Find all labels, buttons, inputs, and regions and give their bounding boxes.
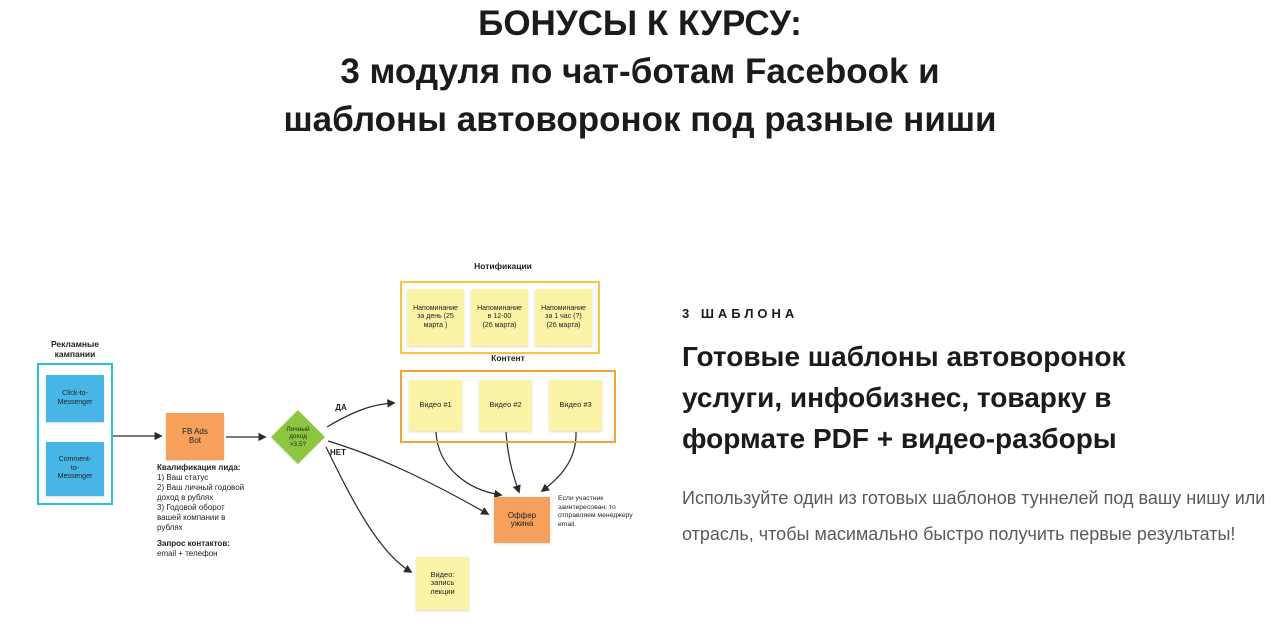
yes-branch-label: ДА	[335, 403, 347, 412]
reminder-day-note: Напоминание за день (25 марта )	[407, 289, 464, 346]
video3-note: Видео #3	[549, 380, 602, 431]
offer-annotation: Если участник заинтересован, то отправля…	[558, 495, 633, 528]
page-title: БОНУСЫ К КУРСУ: 3 модуля по чат-ботам Fa…	[0, 0, 1280, 144]
video1-note: Видео #1	[409, 380, 462, 431]
connector-no-to-lecture	[325, 446, 413, 573]
connector-yes-to-content	[326, 399, 396, 428]
title-line-1: БОНУСЫ К КУРСУ:	[478, 4, 802, 43]
reminder-hour-note: Напоминание за 1 час (?) (26 марта)	[535, 289, 592, 346]
content-label: Контент	[491, 353, 525, 363]
content-group-box	[400, 370, 616, 443]
fb-ads-bot-note: FB Ads Bot	[166, 413, 224, 460]
qualification-items: 1) Ваш статус 2) Ваш личный годовой дохо…	[157, 473, 245, 532]
title-line-2: 3 модуля по чат-ботам Facebook и	[340, 52, 940, 91]
notifications-label: Нотификации	[474, 261, 532, 271]
connector-video2-to-offer	[505, 431, 521, 494]
no-branch-label: НЕТ	[330, 448, 346, 457]
connector-check-to-offer	[327, 440, 490, 515]
contacts-request-title: Запрос контактов:	[157, 539, 230, 548]
templates-heading: Готовые шаблоны автоворонок услуги, инфо…	[682, 341, 1126, 454]
templates-description: Используйте один из готовых шаблонов тун…	[682, 488, 1266, 544]
click-to-messenger-note: Click-to- Messenger	[46, 375, 104, 422]
income-check-label: Личный доход >3,5?	[286, 425, 310, 448]
ads-group-box	[37, 363, 113, 505]
connector-video3-to-offer	[540, 431, 577, 492]
ads-campaigns-label: Рекламные кампании	[50, 339, 100, 359]
reminder-noon-note: Напоминание в 12-00 (26 марта)	[471, 289, 528, 346]
dinner-offer-note: Оффер ужина	[494, 497, 550, 543]
title-line-3: шаблоны автоворонок под разные ниши	[283, 100, 997, 139]
video2-note: Видео #2	[479, 380, 532, 431]
income-check-decision: Личный доход >3,5?	[270, 409, 326, 465]
notifications-group-box	[400, 281, 600, 354]
contacts-request-value: email + телефон	[157, 549, 218, 558]
lead-qualification-block: Квалификация лида: 1) Ваш статус 2) Ваш …	[157, 463, 275, 559]
templates-eyebrow: 3 ШАБЛОНА	[682, 306, 799, 321]
qualification-title: Квалификация лида:	[157, 463, 241, 472]
comment-to-messenger-note: Comment- to- Messenger	[46, 442, 104, 496]
video-lecture-note: Видео: запись лекции	[416, 557, 469, 610]
